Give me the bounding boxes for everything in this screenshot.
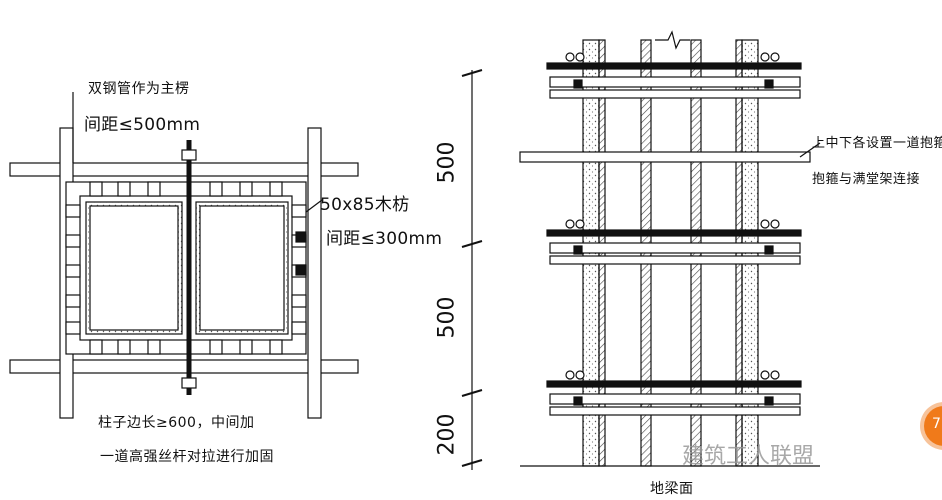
ground-label: 地梁面 — [650, 481, 694, 497]
watermark-text: 建筑工人联盟 — [682, 444, 815, 469]
timber-blocks-bottom — [89, 339, 283, 355]
timber-note-line1: 50x85木枋 — [320, 195, 410, 215]
column-elevation — [461, 30, 821, 470]
column-note-line2: 一道高强丝杆对拉进行加固 — [100, 449, 274, 465]
main-beam-right — [307, 127, 322, 419]
main-beam-note-line2: 间距≤500mm — [84, 115, 201, 135]
column-plan — [9, 92, 359, 419]
dimension-500-upper: 500 — [434, 141, 460, 184]
watermark-badge-number: 7 — [932, 416, 941, 432]
timber-blocks-top — [89, 181, 283, 197]
main-beam-note-line1: 双钢管作为主楞 — [88, 81, 190, 97]
brace-note-line1: 上中下各设置一道抱箍 — [812, 136, 942, 151]
main-beam-bottom — [9, 359, 359, 374]
main-beam-top — [9, 162, 359, 177]
brace-top — [546, 52, 802, 99]
timber-note-line2: 间距≤300mm — [326, 229, 443, 249]
scaffold-tie-pipe — [519, 151, 811, 163]
dimension-200: 200 — [434, 413, 460, 456]
dimension-ticks — [461, 69, 483, 467]
column-note-line1: 柱子边长≥600，中间加 — [98, 415, 255, 431]
dimension-500-lower: 500 — [434, 296, 460, 339]
brace-note-line2: 抱箍与满堂架连接 — [812, 172, 921, 187]
watermark-badge: 7 — [924, 406, 942, 446]
brace-bottom — [546, 370, 802, 416]
brace-middle — [546, 219, 802, 265]
timber-blocks-left — [65, 204, 81, 335]
